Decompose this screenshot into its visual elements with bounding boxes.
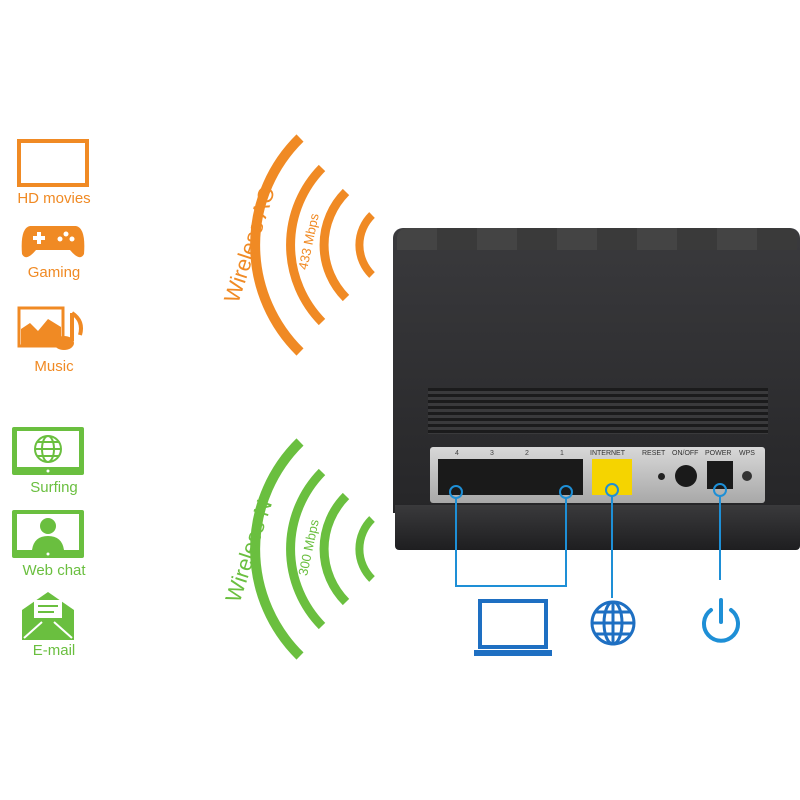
use-label: Music — [34, 358, 74, 375]
use-surfing: Surfing — [8, 425, 98, 497]
router-base — [395, 505, 800, 550]
port-number: 3 — [490, 450, 494, 457]
wave-arc — [286, 164, 326, 326]
wps-button[interactable] — [742, 471, 752, 481]
wireless-ac-waves — [250, 134, 375, 356]
music-icon — [17, 306, 83, 350]
use-web-chat: Web chat — [8, 508, 98, 580]
wave-arc — [286, 468, 326, 630]
port-number: 2 — [525, 450, 529, 457]
wave-arc — [355, 212, 375, 278]
power-label: POWER — [705, 450, 732, 457]
wireless-n-waves — [250, 438, 375, 660]
onoff-button[interactable] — [675, 465, 697, 487]
port-number: 4 — [455, 450, 459, 457]
wave-arc — [319, 492, 350, 606]
use-label: HD movies — [17, 190, 91, 207]
user-monitor-icon — [12, 510, 84, 558]
wave-arc — [355, 516, 375, 582]
port-panel: 4 3 2 1 INTERNET RESET ON/OFF POWER WPS — [430, 447, 765, 503]
internet-port[interactable] — [592, 459, 632, 495]
power-icon — [702, 598, 740, 643]
reset-button[interactable] — [658, 473, 665, 480]
use-music: Music — [8, 305, 98, 380]
use-hd-movies: HD movies — [8, 138, 98, 210]
vent-grille — [428, 388, 768, 434]
wps-label: WPS — [739, 450, 755, 457]
use-label: Web chat — [22, 562, 86, 579]
port-number: 1 — [560, 450, 564, 457]
use-label: Gaming — [27, 264, 81, 281]
wave-arc — [250, 438, 304, 660]
onoff-label: ON/OFF — [672, 450, 699, 457]
globe-monitor-icon — [12, 427, 84, 475]
use-label: Surfing — [30, 479, 78, 496]
reset-label: RESET — [642, 450, 666, 457]
wave-arc — [319, 188, 350, 302]
envelope-icon — [22, 592, 74, 640]
use-gaming: Gaming — [8, 220, 98, 286]
laptop-icon — [474, 599, 552, 656]
tv-icon — [17, 139, 89, 187]
internet-label: INTERNET — [590, 450, 625, 457]
use-label: E-mail — [32, 642, 76, 659]
router: 4 3 2 1 INTERNET RESET ON/OFF POWER WPS — [393, 228, 800, 550]
use-email: E-mail — [8, 590, 98, 662]
wave-arc — [250, 134, 304, 356]
gamepad-icon — [21, 226, 85, 258]
globe-icon — [590, 600, 636, 646]
